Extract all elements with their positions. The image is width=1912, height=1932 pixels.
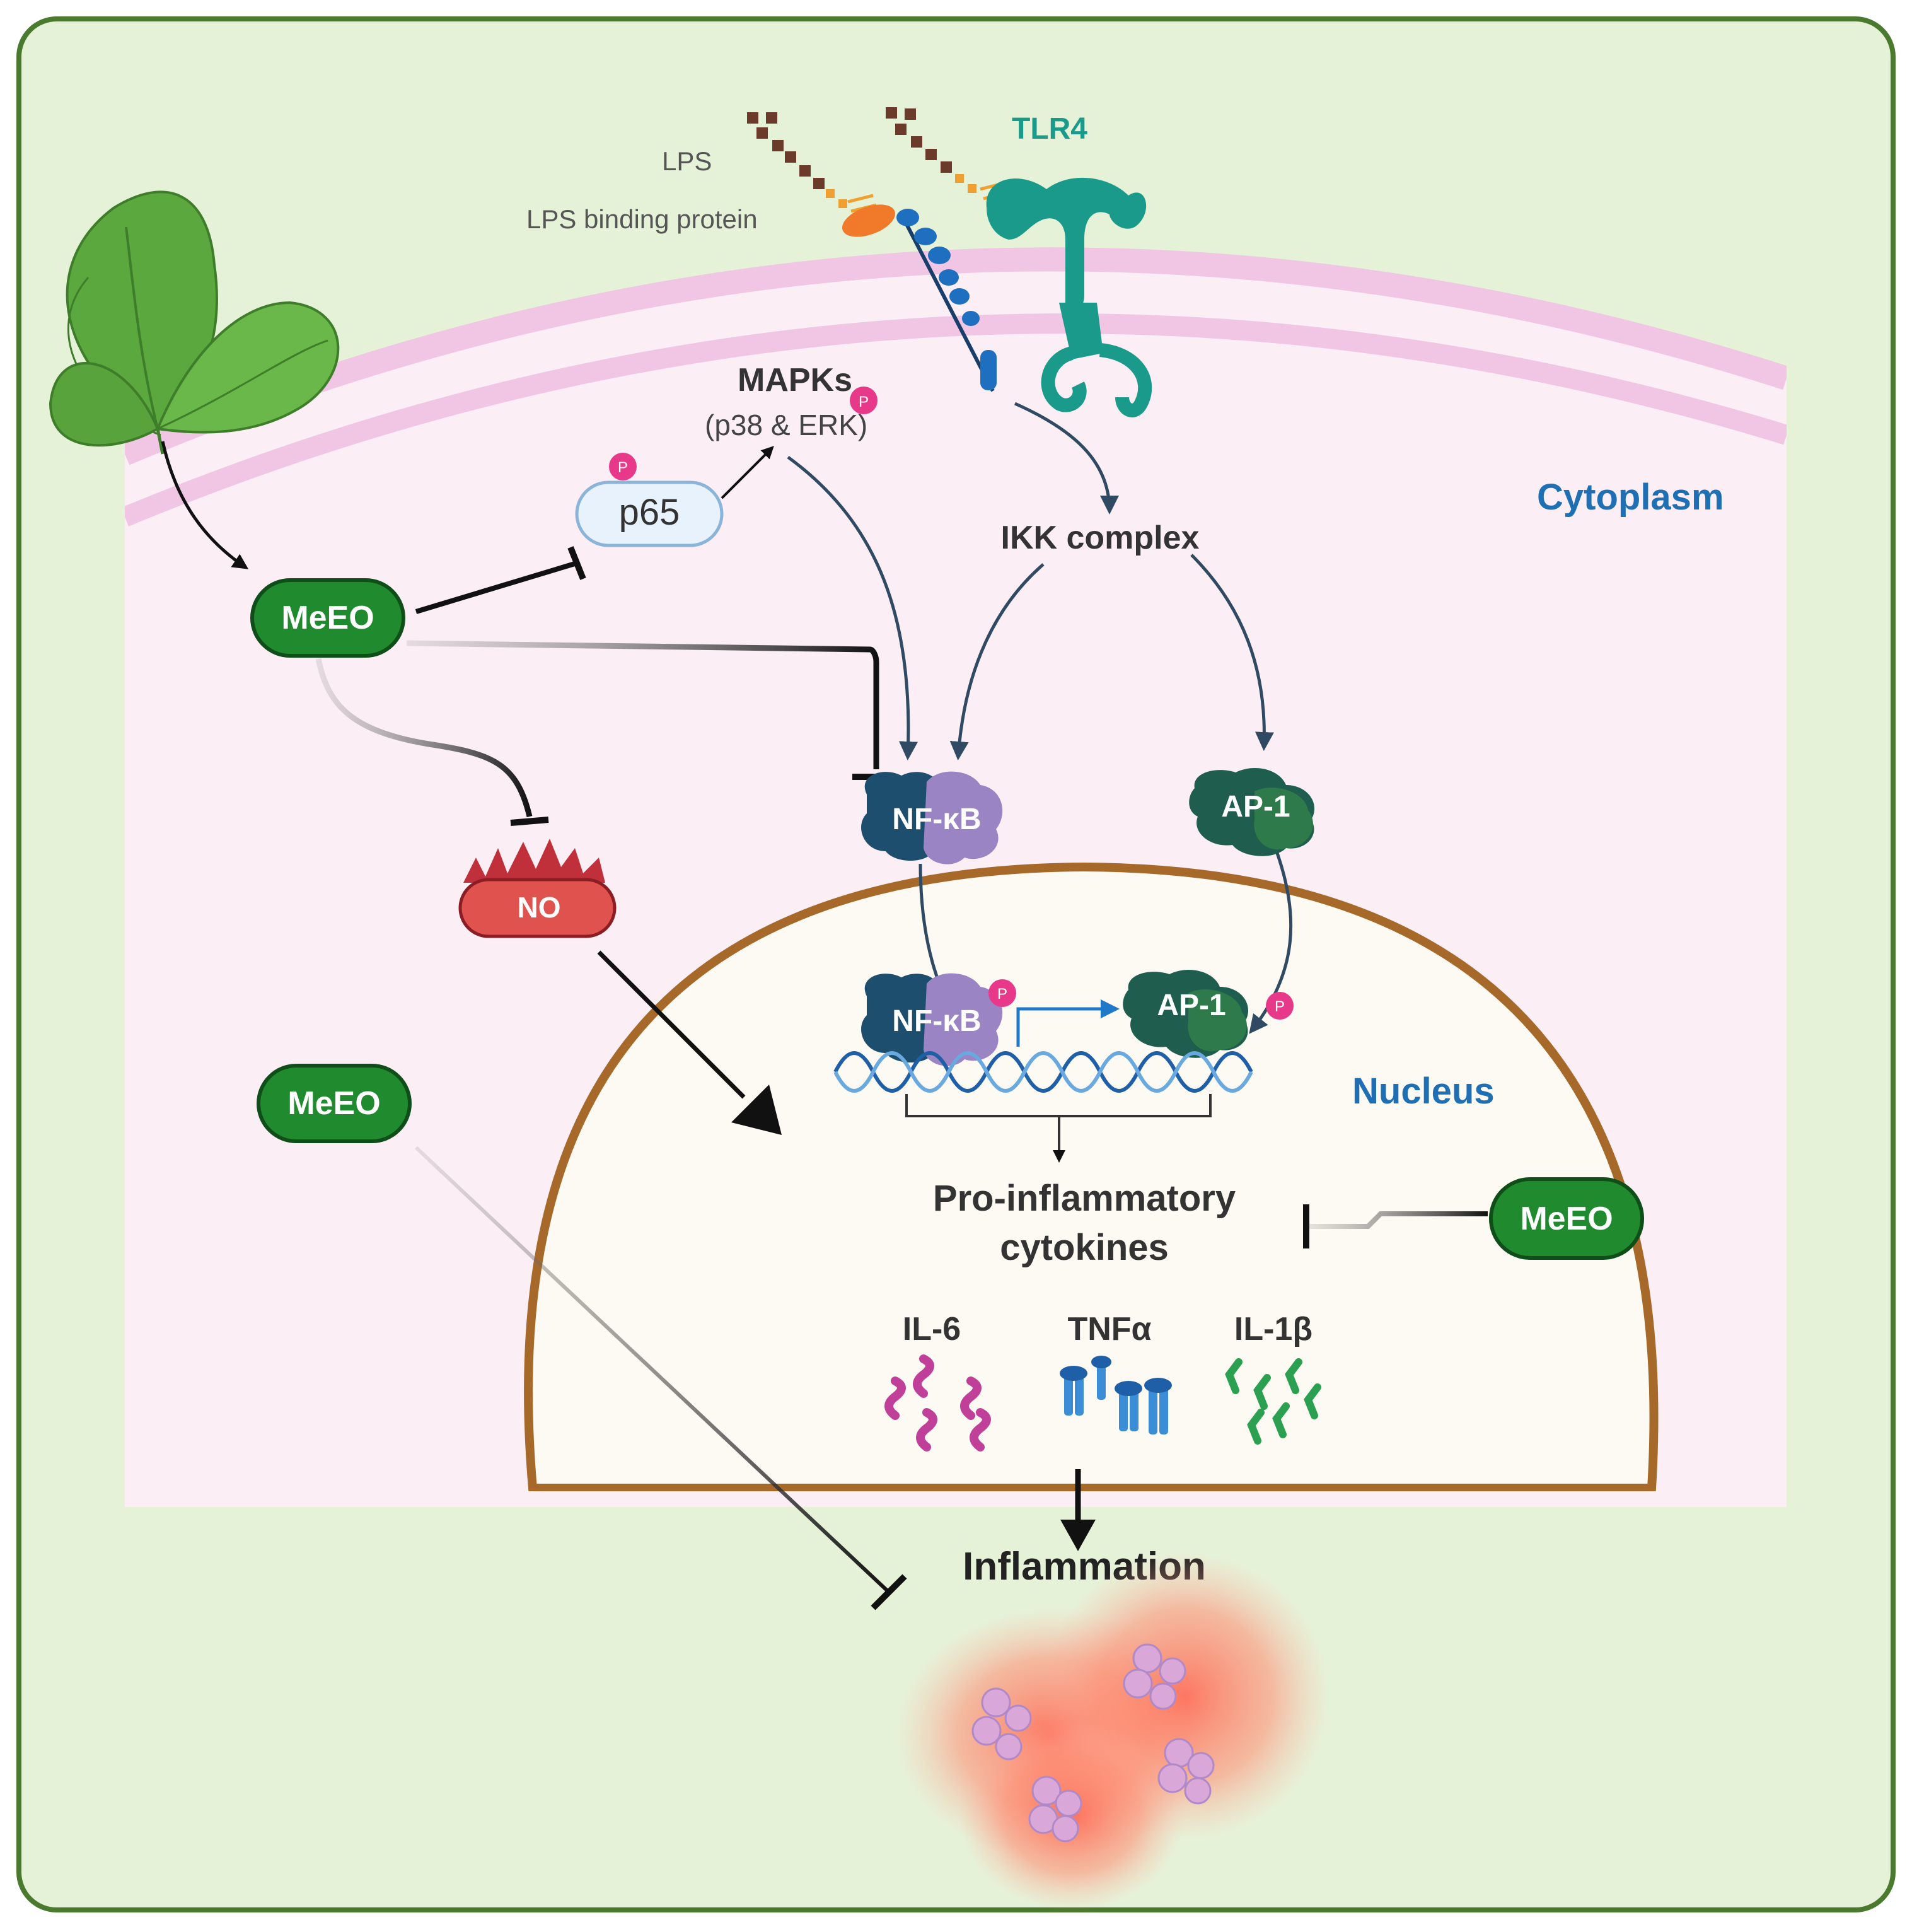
cytokines-title-line2: cytokines bbox=[1000, 1227, 1169, 1268]
arrow-leaf-to-meeo bbox=[161, 441, 249, 569]
lps-binding-protein-shape bbox=[842, 204, 896, 237]
arrow-ikk-to-ap1 bbox=[1190, 554, 1274, 751]
nucleus bbox=[524, 862, 1659, 1493]
arrow-nfkb-to-ap1 bbox=[1016, 999, 1120, 1047]
mapks-sub-label: (p38 & ERK) bbox=[705, 409, 867, 441]
arrow-no-to-nucleus bbox=[597, 950, 746, 1099]
phospho-label-p65: P bbox=[618, 459, 628, 476]
nfkb-cytoplasm-label: NF-κB bbox=[892, 803, 981, 836]
no-label: NO bbox=[518, 891, 561, 924]
nfkb-nucleus-icon bbox=[861, 973, 1003, 1066]
arrow-ikk-to-nfkb bbox=[949, 563, 1045, 760]
inhibit-meeo-cytokines bbox=[1308, 1211, 1488, 1229]
cell-bottom-edge bbox=[125, 1491, 1787, 1507]
nfkb-cytoplasm-icon bbox=[861, 771, 1003, 864]
nfkb-nucleus-label: NF-κB bbox=[892, 1004, 981, 1038]
meeo-node-top bbox=[250, 578, 405, 658]
phospho-label-nfkb: P bbox=[997, 986, 1007, 1003]
lps-binding-protein-label: LPS binding protein bbox=[526, 204, 758, 234]
il1b-label: IL-1β bbox=[1234, 1311, 1312, 1347]
inhibit-meeo-no bbox=[315, 658, 533, 818]
tlr4-receptor-icon bbox=[986, 177, 1152, 417]
il6-label: IL-6 bbox=[903, 1311, 961, 1347]
phospho-badge-ap1 bbox=[1266, 992, 1294, 1020]
meeo-node-right bbox=[1489, 1177, 1644, 1260]
meeo-node-left bbox=[257, 1064, 412, 1143]
p65-label: p65 bbox=[619, 492, 680, 533]
receptor-chain-icon bbox=[896, 209, 997, 392]
il1b-molecules-icon bbox=[1225, 1358, 1321, 1445]
inhibit-meeo-nfkb bbox=[406, 640, 879, 769]
tnfa-label: TNFα bbox=[1067, 1311, 1151, 1347]
cytoplasm-label: Cytoplasm bbox=[1537, 477, 1724, 518]
il6-molecules-icon bbox=[884, 1354, 991, 1452]
arrow-no-to-nucleus-head bbox=[731, 1085, 782, 1135]
plant-leaf-icon bbox=[49, 190, 340, 455]
lps-label: LPS bbox=[662, 146, 712, 176]
meeo-label-right: MeEO bbox=[1520, 1201, 1613, 1237]
inhibit-meeo-p65 bbox=[415, 561, 578, 614]
inflamed-tissue-icon bbox=[895, 1551, 1330, 1911]
lps-molecule-icon bbox=[747, 107, 1009, 213]
tlr4-label: TLR4 bbox=[1012, 112, 1087, 146]
ap1-cytoplasm-label: AP-1 bbox=[1221, 790, 1290, 823]
meeo-label-left: MeEO bbox=[287, 1085, 380, 1122]
no-molecule-icon bbox=[458, 839, 617, 938]
arrow-mapks-to-nfkb bbox=[787, 455, 918, 760]
arrow-p65-to-mapks bbox=[721, 446, 774, 499]
mapks-label: MAPKs bbox=[738, 362, 852, 399]
p65-node bbox=[575, 480, 724, 547]
ap1-nucleus-icon bbox=[1123, 969, 1249, 1058]
ikk-complex-label: IKK complex bbox=[1001, 520, 1200, 556]
phospho-label-ap1: P bbox=[1275, 998, 1285, 1015]
cell-body bbox=[125, 247, 1787, 1507]
ap1-nucleus-label: AP-1 bbox=[1157, 989, 1225, 1022]
inhibit-meeo-inflammation bbox=[414, 1146, 891, 1594]
nucleus-label: Nucleus bbox=[1352, 1071, 1495, 1112]
membrane-inner bbox=[125, 313, 1787, 527]
membrane-outer bbox=[125, 247, 1787, 465]
ap1-cytoplasm-icon bbox=[1189, 767, 1315, 856]
dna-helix-icon bbox=[833, 1051, 1253, 1093]
arrow-tlr4-to-ikk bbox=[1014, 402, 1119, 515]
tnfa-molecules-icon bbox=[1060, 1356, 1172, 1434]
cytokines-title-line1: Pro-inflammatory bbox=[933, 1178, 1236, 1219]
phospho-badge-mapks bbox=[850, 387, 878, 414]
phospho-badge-nfkb bbox=[988, 979, 1016, 1007]
meeo-label-top: MeEO bbox=[281, 600, 374, 636]
phospho-label-mapks: P bbox=[859, 393, 869, 410]
phospho-badge-p65 bbox=[609, 453, 637, 480]
